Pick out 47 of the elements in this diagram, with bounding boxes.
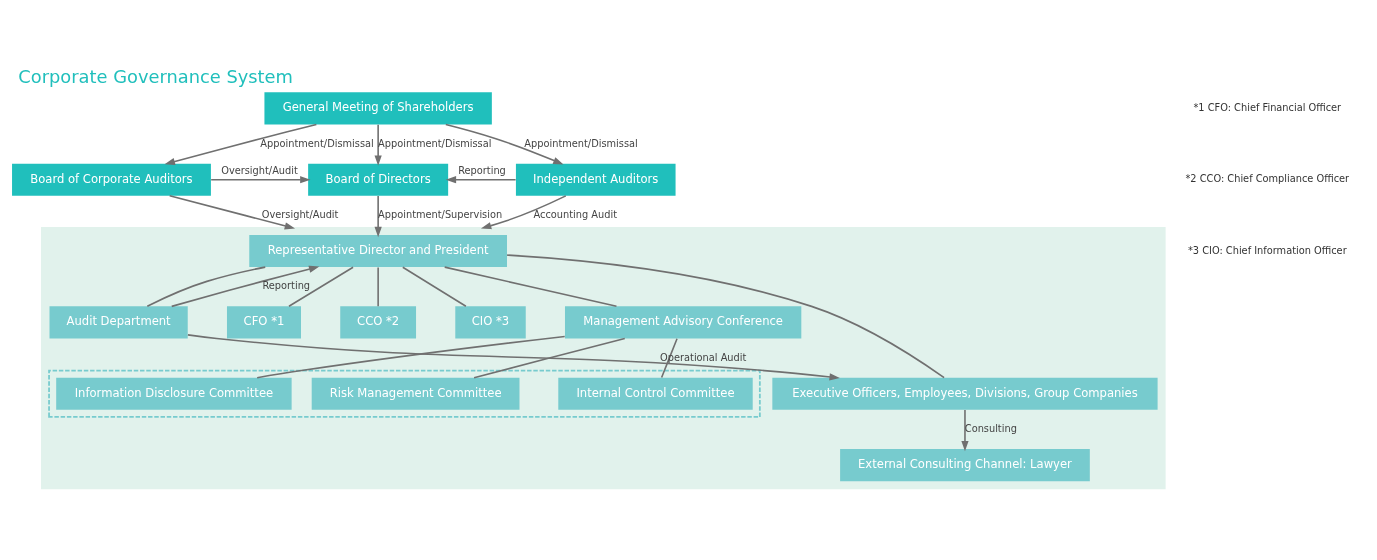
connector [377, 266, 379, 307]
edge-label: Reporting [458, 164, 506, 176]
connector [660, 337, 678, 378]
connector [146, 265, 267, 307]
node-box: CCO *2 [340, 305, 417, 338]
arrow [445, 175, 517, 183]
label: *3 CIO: Chief Information Officer [1187, 244, 1347, 256]
node-box: External Consulting Channel: Lawyer [840, 448, 1090, 481]
cluster [48, 369, 761, 418]
label: *2 CCO: Chief Compliance Officer [1185, 172, 1350, 184]
arrow [164, 123, 318, 165]
node-box: Risk Management Committee [311, 377, 520, 410]
arrow [445, 123, 564, 165]
arrow [210, 175, 311, 183]
edge-label: Appointment/Dismissal [260, 137, 374, 149]
connector [256, 335, 566, 378]
edge-label: Oversight/Audit [221, 164, 298, 176]
node-box: Executive Officers, Employees, Divisions, Group Companies [772, 377, 1158, 410]
edge-label: Accounting Audit [533, 208, 617, 220]
arrow [961, 408, 969, 451]
arrow [170, 265, 320, 307]
connector [473, 337, 626, 378]
arrow [187, 333, 840, 380]
edge-label: Reporting [262, 279, 311, 291]
diagram-title: Corporate Governance System [18, 65, 293, 87]
node-box: Audit Department [49, 305, 188, 338]
arrow [480, 194, 567, 229]
node-box: CIO *3 [455, 305, 526, 338]
edge-label: Oversight/Audit [261, 208, 339, 220]
node-box: Internal Control Committee [558, 377, 753, 410]
node-box: Independent Auditors [515, 163, 676, 196]
edge-label: Appointment/Dismissal [524, 137, 638, 149]
connector [288, 265, 354, 307]
connector [506, 253, 945, 378]
arrow [168, 194, 296, 229]
connector [443, 265, 618, 307]
label: *1 CFO: Chief Financial Officer [1193, 101, 1342, 113]
node-box: CFO *1 [226, 305, 301, 338]
node-box: Management Advisory Conference [565, 305, 802, 338]
node-box: Board of Corporate Auditors [12, 163, 211, 196]
arrow [374, 123, 382, 166]
connector [402, 265, 467, 307]
node-box: Information Disclosure Committee [56, 377, 292, 410]
node-box: Representative Director and President [249, 234, 507, 267]
node-box: General Meeting of Shareholders [264, 91, 492, 124]
arrow [374, 194, 382, 237]
node-box: Board of Directors [308, 163, 449, 196]
